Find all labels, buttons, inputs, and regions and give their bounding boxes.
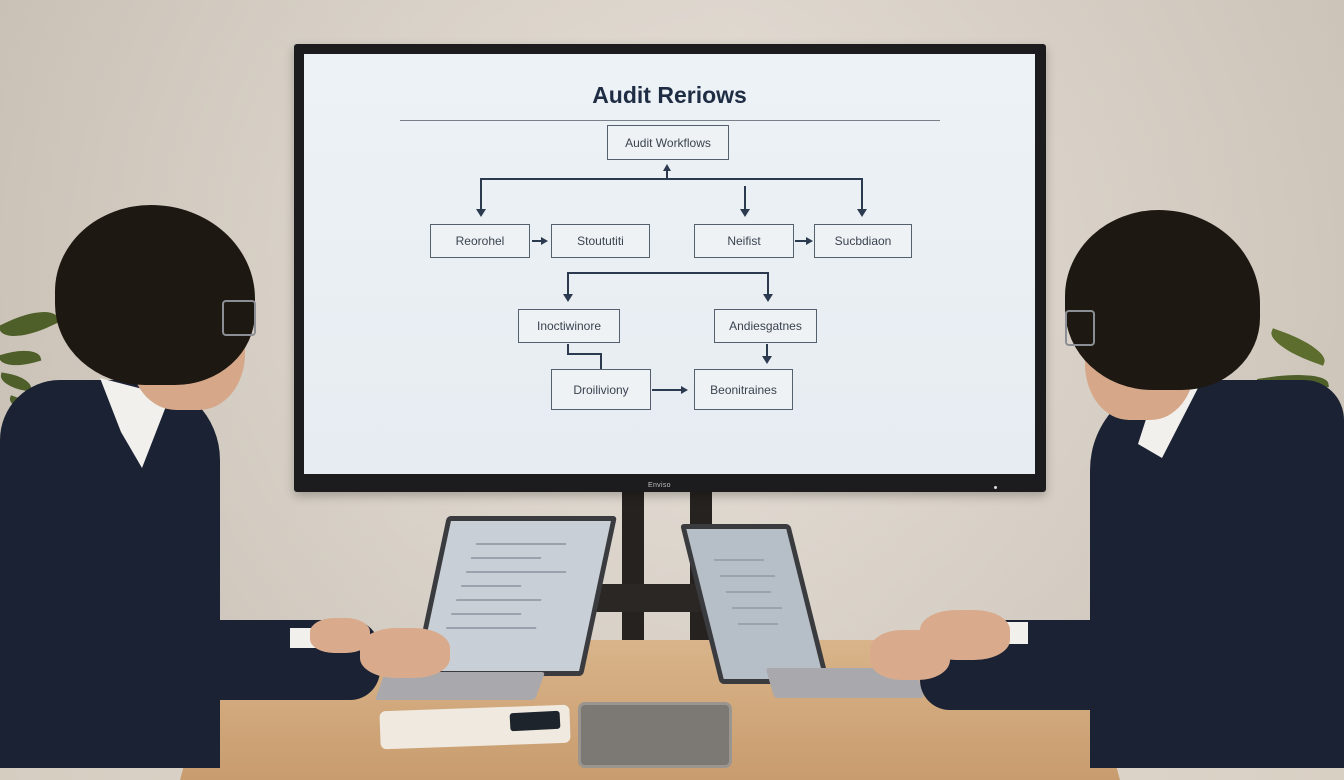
flow-node-row2-1: Inoctiwinore [518, 309, 620, 343]
display-screen: Audit Reriows Audit Workflows Reorohel S… [304, 54, 1035, 474]
slide-title: Audit Reriows [592, 82, 747, 108]
title-divider [400, 120, 940, 121]
flow-node-row1-1: Reorohel [430, 224, 530, 258]
flow-node-row1-4: Sucbdiaon [814, 224, 912, 258]
person-right [860, 210, 1344, 768]
arrow-down-icon [563, 294, 573, 302]
wall-display: Audit Reriows Audit Workflows Reorohel S… [294, 44, 1046, 492]
tv-power-led [994, 486, 997, 489]
flow-node-row1-2: Stoututiti [551, 224, 650, 258]
connector-mid-bus [567, 272, 769, 274]
flow-node-root: Audit Workflows [607, 125, 729, 160]
arrow-up-icon [663, 164, 671, 171]
arrow-down-icon [476, 209, 486, 217]
smartphone [509, 710, 561, 732]
tv-stand-post-left [622, 490, 644, 640]
flow-node-row1-3: Neifist [694, 224, 794, 258]
flow-node-row2-2: Andiesgatnes [714, 309, 817, 343]
tablet-device [578, 702, 732, 768]
connector-top-bus [480, 178, 863, 180]
flow-node-row3-1: Droiliviony [551, 369, 651, 410]
arrow-right-icon [806, 237, 813, 245]
arrow-down-icon [762, 356, 772, 364]
arrow-down-icon [857, 209, 867, 217]
tv-brand-label: Enviso [648, 482, 671, 489]
arrow-down-icon [763, 294, 773, 302]
arrow-down-icon [740, 209, 750, 217]
person-left [0, 200, 460, 768]
flow-node-row3-2: Beonitraines [694, 369, 793, 410]
arrow-right-icon [681, 386, 688, 394]
arrow-right-icon [541, 237, 548, 245]
